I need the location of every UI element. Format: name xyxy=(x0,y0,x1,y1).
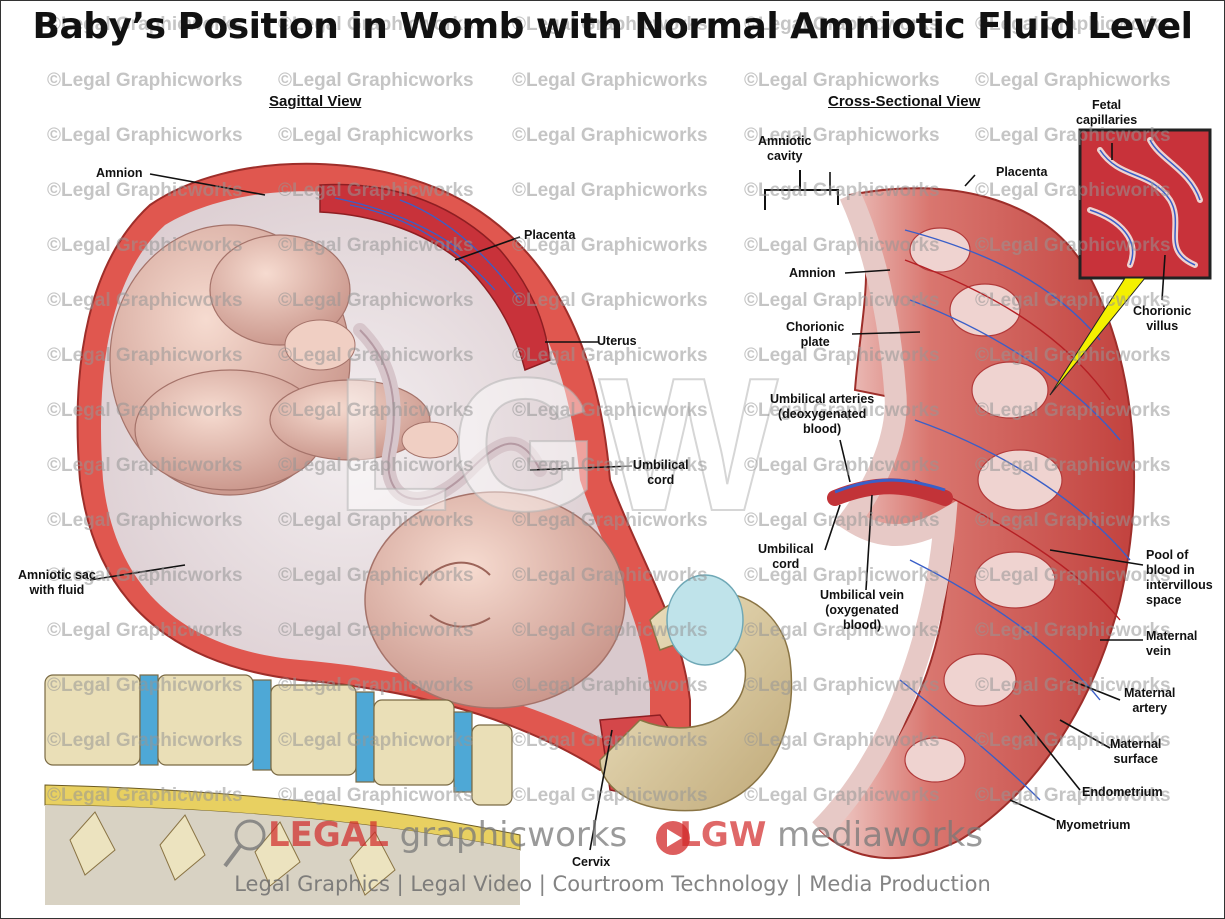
page-title: Baby’s Position in Womb with Normal Amni… xyxy=(32,6,1193,47)
brand-lgw: LGW xyxy=(679,815,767,855)
label-amniotic-sac: Amniotic sac with fluid xyxy=(18,568,96,597)
placenta-sag xyxy=(319,183,551,372)
label-maternal-artery: Maternal artery xyxy=(1124,686,1176,715)
fetus-thigh xyxy=(209,234,351,346)
label-cervix: Cervix xyxy=(572,855,611,869)
label-chorionic-plate: Chorionic plate xyxy=(786,320,845,349)
label-fetal-capillaries: Fetal capillaries xyxy=(1076,98,1138,127)
cross-vessels xyxy=(899,229,1131,801)
label-amnion-cross: Amnion xyxy=(789,266,836,280)
brand-logo: LEGAL graphicworks LGW mediaworks xyxy=(230,815,983,855)
legal-logo-icon xyxy=(234,819,266,851)
amniotic-cavity-bracket xyxy=(764,170,839,210)
label-placenta-cross: Placenta xyxy=(996,165,1048,179)
inset-capillaries xyxy=(1089,139,1201,266)
pubic-bone xyxy=(599,591,793,812)
label-umbilical-cord-sagittal: Umbilical cord xyxy=(633,458,689,487)
label-endometrium: Endometrium xyxy=(1082,785,1163,799)
tagline: Legal Graphics | Legal Video | Courtroom… xyxy=(234,872,991,896)
label-maternal-surface: Maternal surface xyxy=(1110,737,1162,766)
fetus-face xyxy=(419,561,491,628)
brand-mediaworks: mediaworks xyxy=(766,815,984,855)
placenta-vessels xyxy=(334,197,521,301)
label-amniotic-cavity: Amniotic cavity xyxy=(758,134,812,163)
label-uterus: Uterus xyxy=(597,334,637,348)
label-amnion-sagittal: Amnion xyxy=(96,166,143,180)
umbilical-cord-cross xyxy=(827,478,953,506)
fetus-hand xyxy=(401,421,459,459)
label-maternal-vein: Maternal vein xyxy=(1146,629,1198,658)
label-myometrium: Myometrium xyxy=(1056,818,1131,832)
label-pool-of-blood: Pool of blood in intervillous space xyxy=(1146,548,1213,607)
villus-clusters xyxy=(904,227,1063,783)
fetus-head xyxy=(364,491,626,709)
brand-legal: LEGAL xyxy=(268,815,389,855)
label-chorionic-villus: Chorionic villus xyxy=(1133,304,1192,333)
label-umbilical-cord-cross: Umbilical cord xyxy=(758,542,814,571)
label-umbilical-vein: Umbilical vein (oxygenated blood) xyxy=(820,588,905,632)
leader-lines xyxy=(89,143,1166,851)
cross-sectional-view-title: Cross-Sectional View xyxy=(828,93,981,110)
inset-pointer xyxy=(1049,277,1147,396)
chorionic-plate-cross xyxy=(812,190,958,838)
center-watermark: LGW xyxy=(335,339,779,551)
pubic-cartilage xyxy=(666,574,744,666)
spine xyxy=(44,674,513,806)
label-placenta-sagittal: Placenta xyxy=(524,228,576,242)
sagittal-view-title: Sagittal View xyxy=(269,93,362,110)
brand-graphicworks: graphicworks xyxy=(388,815,628,855)
fetus-foot xyxy=(284,319,356,371)
label-umbilical-arteries: Umbilical arteries (deoxygenated blood) xyxy=(770,392,875,436)
